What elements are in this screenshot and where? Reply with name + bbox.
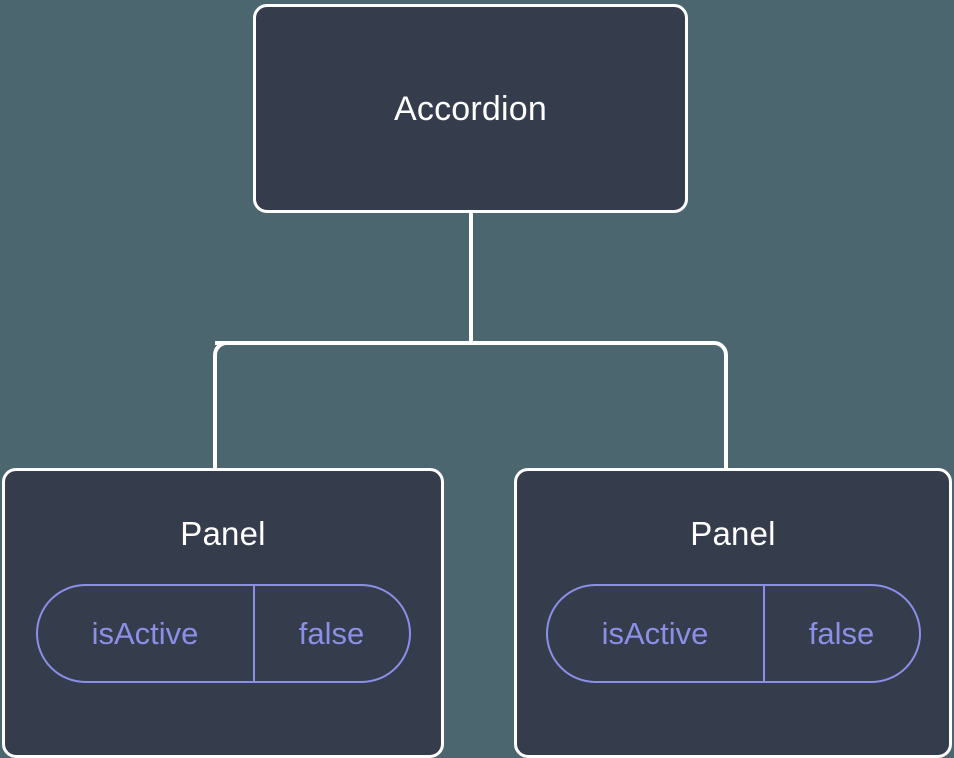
panel-node-left[interactable]: Panel isActive false <box>2 468 444 758</box>
connector-root-to-children <box>213 212 728 468</box>
root-node-accordion[interactable]: Accordion <box>253 4 688 213</box>
node-title: Panel <box>180 515 266 552</box>
state-badge-key: isActive <box>91 616 199 651</box>
state-badge-value: false <box>762 586 919 681</box>
node-title: Accordion <box>394 89 547 128</box>
state-badge-key: isActive <box>601 616 709 651</box>
state-badge-value: false <box>252 586 409 681</box>
panel-node-right[interactable]: Panel isActive false <box>514 468 952 758</box>
state-badge[interactable]: isActive false <box>545 584 921 683</box>
connector-corner-left <box>213 341 228 356</box>
state-badge[interactable]: isActive false <box>35 584 411 683</box>
node-title: Panel <box>690 515 776 552</box>
connector-corner-right <box>713 341 728 356</box>
component-tree-diagram: Accordion Panel isActive false Panel isA… <box>2 4 952 758</box>
